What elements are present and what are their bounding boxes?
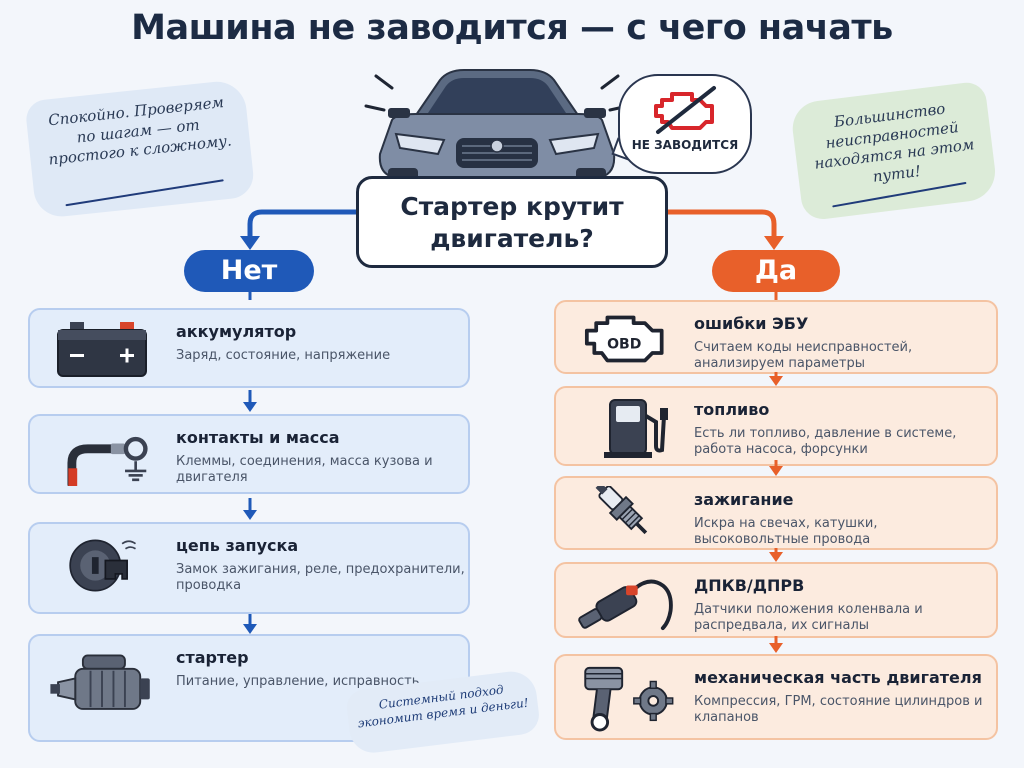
arrow-down-icon [769, 372, 783, 386]
page-title: Машина не заводится — с чего начать [131, 8, 893, 48]
step-start-circuit: цепь запуска Замок зажигания, реле, пред… [28, 522, 470, 614]
step-engine-mechanical: механическая часть двигателя Компрессия,… [554, 654, 998, 740]
step-title: ошибки ЭБУ [694, 314, 809, 333]
step-title: цепь запуска [176, 536, 299, 555]
status-bubble: НЕ ЗАВОДИТСЯ [618, 74, 752, 174]
step-title: зажигание [694, 490, 794, 509]
step-title: аккумулятор [176, 322, 297, 341]
step-description: Заряд, состояние, напряжение [176, 348, 391, 363]
step-title: стартер [176, 648, 249, 667]
step-description: Клеммы, соединения, масса кузова и двига… [176, 454, 433, 485]
step-title: ДПКВ/ДПРВ [694, 576, 805, 595]
step-description: Считаем коды неисправностей, анализируем… [694, 340, 913, 371]
branch-yes-label: Да [712, 250, 840, 292]
obd-label: OBD [607, 336, 641, 352]
step-crank-cam-sensors: ДПКВ/ДПРВ Датчики положения коленвала и … [554, 562, 998, 638]
step-description: Есть ли топливо, давление в системе, раб… [694, 426, 957, 457]
arrow-down-icon [769, 460, 783, 476]
step-title: механическая часть двигателя [694, 668, 982, 687]
step-ignition: зажигание Искра на свечах, катушки, высо… [554, 476, 998, 550]
step-contacts-ground: контакты и масса Клеммы, соединения, мас… [28, 414, 470, 494]
branch-connectors [240, 209, 784, 300]
fuel-pump-icon [604, 399, 668, 458]
status-bubble-text: НЕ ЗАВОДИТСЯ [631, 138, 739, 152]
ground-cable-icon [67, 436, 148, 486]
obd-engine-icon: OBD [584, 315, 664, 363]
ignition-key-icon [69, 539, 137, 592]
step-description: Питание, управление, исправность [176, 674, 420, 689]
arrow-down-icon [769, 548, 783, 562]
branch-no-label: Нет [184, 250, 314, 292]
step-ecu-errors: OBD ошибки ЭБУ Считаем коды неисправност… [554, 300, 998, 374]
step-title: топливо [694, 400, 770, 419]
arrow-down-icon [769, 636, 783, 653]
sensor-icon [578, 579, 673, 631]
step-description: Замок зажигания, реле, предохранители, п… [176, 562, 465, 593]
piston-gear-icon [584, 666, 674, 732]
arrow-down-icon [243, 614, 257, 634]
step-description: Датчики положения коленвала и распредвал… [694, 602, 923, 633]
step-description: Компрессия, ГРМ, состояние цилиндров и к… [694, 694, 983, 725]
spark-plug-icon [595, 486, 648, 535]
starter-motor-icon [50, 654, 150, 710]
question-box: Стартер крутит двигатель? [356, 176, 668, 268]
arrow-down-icon [243, 498, 257, 520]
step-title: контакты и масса [176, 428, 340, 447]
step-description: Искра на свечах, катушки, высоковольтные… [694, 516, 878, 547]
step-battery: аккумулятор Заряд, состояние, напряжение [28, 308, 470, 388]
check-engine-icon [654, 86, 716, 134]
battery-icon [57, 322, 147, 377]
arrow-down-icon [243, 390, 257, 412]
step-fuel: топливо Есть ли топливо, давление в сист… [554, 386, 998, 466]
